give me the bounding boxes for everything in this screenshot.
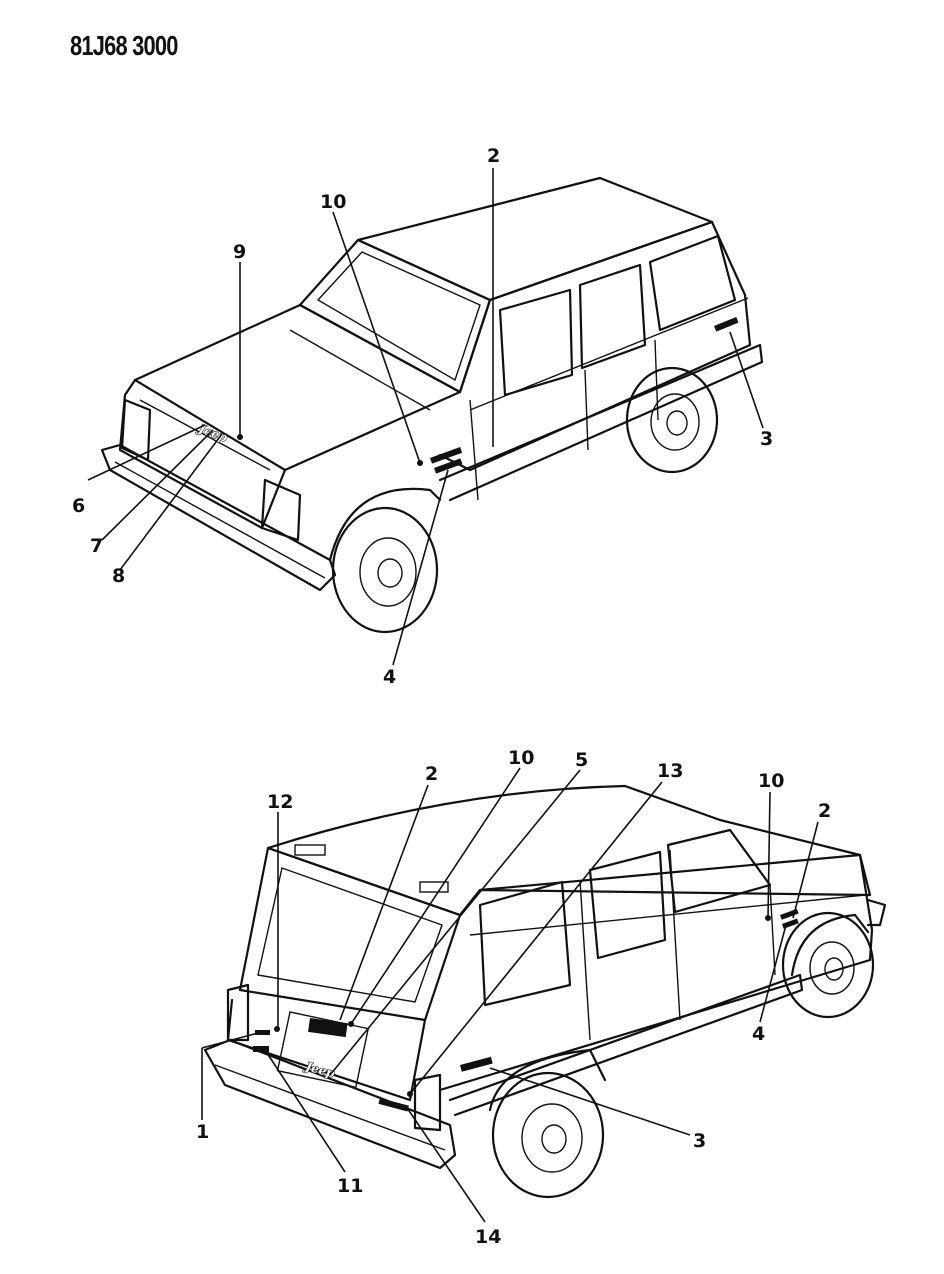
callout-3: 3 — [760, 428, 773, 450]
callout-12: 12 — [267, 791, 293, 813]
callout-13: 13 — [657, 760, 683, 782]
callout-10: 10 — [508, 747, 534, 769]
callout-10: 10 — [320, 191, 346, 213]
callout-2: 2 — [818, 800, 831, 822]
callout-14: 14 — [475, 1226, 501, 1248]
callout-6: 6 — [72, 495, 85, 517]
callout-3: 3 — [693, 1130, 706, 1152]
callout-10: 10 — [758, 770, 784, 792]
rear-view-vehicle: Jeep — [203, 784, 887, 1199]
front-view-vehicle: Jeep — [100, 176, 764, 634]
callout-4: 4 — [383, 666, 396, 688]
callout-1: 1 — [196, 1121, 209, 1143]
callout-4: 4 — [752, 1023, 765, 1045]
front-view-callouts: 2 10 9 6 7 8 3 4 — [72, 145, 773, 688]
callout-2: 2 — [487, 145, 500, 167]
rear-view-leaders — [201, 767, 819, 1223]
callout-8: 8 — [112, 565, 125, 587]
front-view-leaders — [87, 168, 764, 666]
callout-7: 7 — [90, 535, 103, 557]
part-number-code: 81J68 3000 — [70, 30, 178, 61]
rear-view-callouts: 12 2 10 5 13 10 2 4 1 11 14 3 — [196, 747, 831, 1248]
callout-11: 11 — [337, 1175, 363, 1197]
callout-5: 5 — [575, 749, 588, 771]
callout-2: 2 — [425, 763, 438, 785]
callout-9: 9 — [233, 241, 246, 263]
